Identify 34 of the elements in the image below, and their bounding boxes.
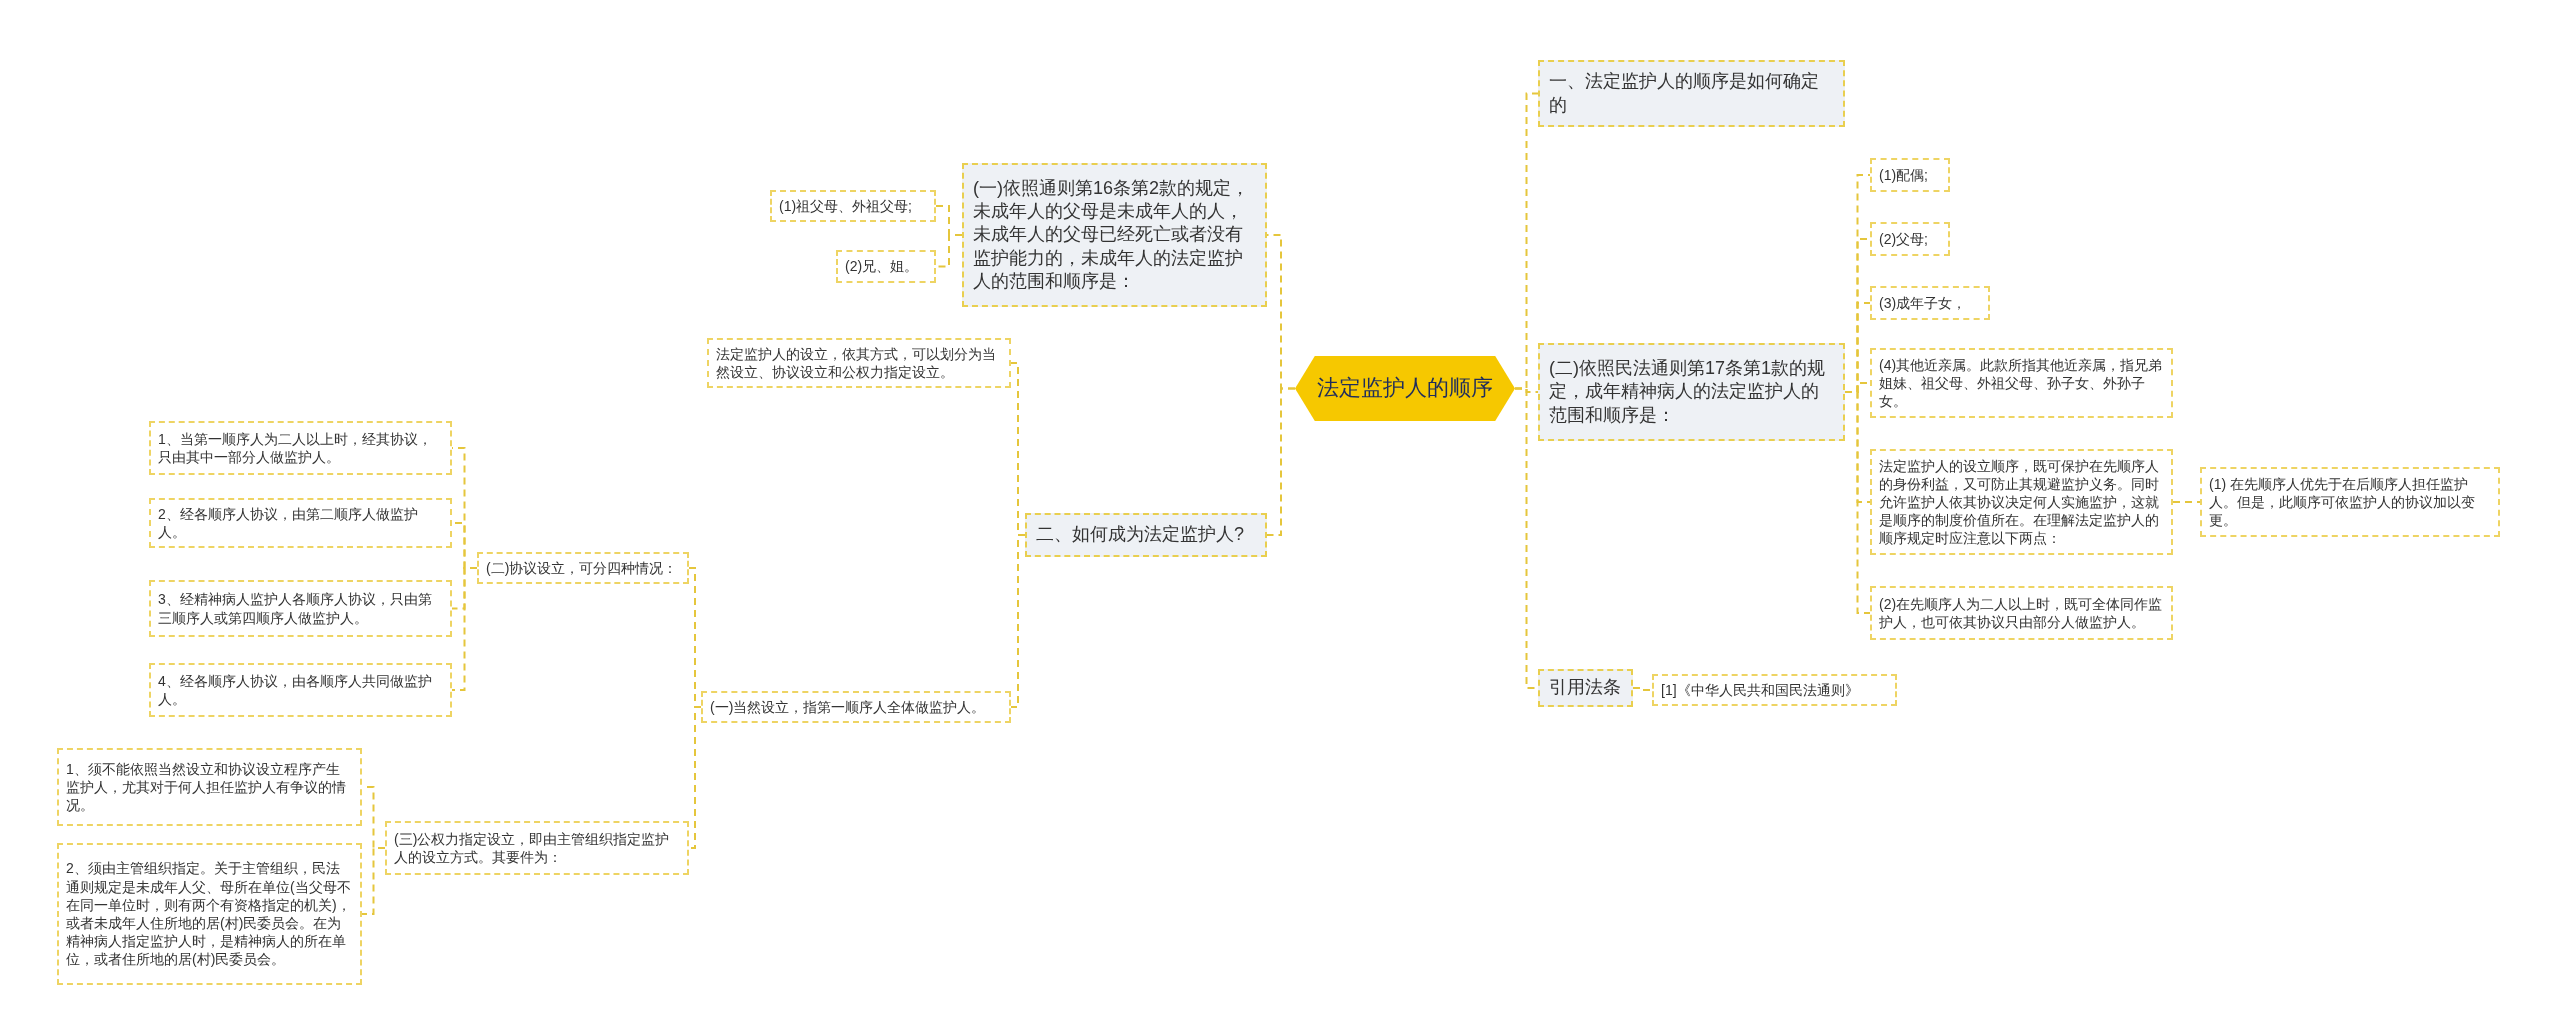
connector-line xyxy=(1010,534,1026,708)
subtopic-box: (3)成年子女， xyxy=(1870,286,1990,320)
branch-topic-box: 引用法条 xyxy=(1538,669,1633,707)
subtopic-box: 2、经各顺序人协议，由第二顺序人做监护人。 xyxy=(149,498,452,548)
subtopic-box: 法定监护人的设立，依其方式，可以划分为当然设立、协议设立和公权力指定设立。 xyxy=(707,338,1011,388)
connector-line xyxy=(451,567,478,691)
branch-topic-box: (一)依照通则第16条第2款的规定，未成年人的父母是未成年人的人，未成年人的父母已经死亡或者没有监护能力的，未成年人的法定监护人的范围和顺序是： xyxy=(962,163,1267,307)
subtopic-box: (2)兄、姐。 xyxy=(836,250,936,283)
subtopic-box: (2)在先顺序人为二人以上时，既可全体同作监护人，也可依其协议只由部分人做监护人。 xyxy=(1870,586,2173,640)
branch-topic-box: 二、如何成为法定监护人? xyxy=(1025,513,1267,557)
subtopic-box: 1、当第一顺序人为二人以上时，经其协议，只由其中一部分人做监护人。 xyxy=(149,421,452,475)
subtopic-box: (2)父母; xyxy=(1870,222,1950,256)
subtopic-box: (一)当然设立，指第一顺序人全体做监护人。 xyxy=(701,691,1011,723)
subtopic-box: 4、经各顺序人协议，由各顺序人共同做监护人。 xyxy=(149,663,452,717)
subtopic-box: 3、经精神病人监护人各顺序人协议，只由第三顺序人或第四顺序人做监护人。 xyxy=(149,580,452,637)
subtopic-box: (1) 在先顺序人优先于在后顺序人担任监护人。但是，此顺序可依监护人的协议加以变更。 xyxy=(2200,467,2500,537)
subtopic-box: (1)祖父母、外祖父母; xyxy=(770,190,936,222)
subtopic-box: [1]《中华人民共和国民法通则》 xyxy=(1652,674,1897,706)
connector-line xyxy=(2172,501,2201,503)
connector-line xyxy=(1266,387,1296,536)
connector-line xyxy=(361,847,386,915)
connector-line xyxy=(688,706,702,849)
connector-line xyxy=(1632,687,1653,691)
connector-line xyxy=(1844,391,1871,614)
subtopic-box: 1、须不能依照当然设立和协议设立程序产生监护人，尤其对于何人担任监护人有争议的情况。 xyxy=(57,748,362,826)
subtopic-box: 法定监护人的设立顺序，既可保护在先顺序人的身份利益，又可防止其规避监护义务。同时允许监护人依其协议决定何人实施监护，这就是顺序的制度价值所在。在理解法定监护人的顺序规定时应注意以下两点： xyxy=(1870,449,2173,555)
branch-topic-box: 一、法定监护人的顺序是如何确定的 xyxy=(1538,60,1845,127)
subtopic-box: (三)公权力指定设立，即由主管组织指定监护人的设立方式。其要件为： xyxy=(385,821,689,875)
central-topic: 法定监护人的顺序 xyxy=(1295,356,1515,421)
branch-topic-box: (二)依照民法通则第17条第1款的规定，成年精神病人的法定监护人的范围和顺序是： xyxy=(1538,343,1845,441)
subtopic-box: (二)协议设立，可分四种情况： xyxy=(477,552,689,584)
subtopic-box: 2、须由主管组织指定。关于主管组织，民法通则规定是未成年人父、母所在单位(当父母不在同一单位时，则有两个有资格指定的机关)，或者未成年人住所地的居(村)民委员会。在为精神病人指定监护人时，是精神病人的所在单位，或者住所地的居(村)民委员会。 xyxy=(57,843,362,985)
subtopic-box: (1)配偶; xyxy=(1870,158,1950,192)
subtopic-box: (4)其他近亲属。此款所指其他近亲属，指兄弟姐妹、祖父母、外祖父母、孙子女、外孙子女。 xyxy=(1870,348,2173,418)
